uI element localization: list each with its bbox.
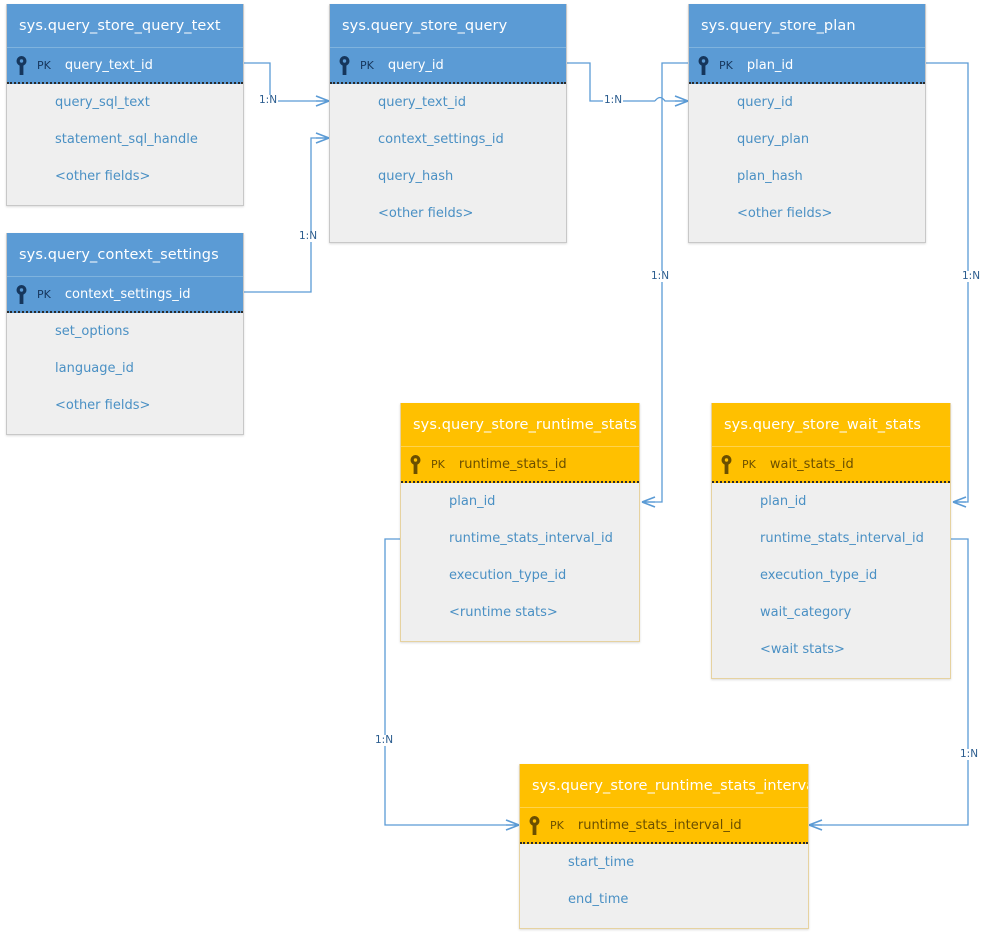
- field-row: <other fields>: [378, 206, 474, 221]
- entity-query-store-runtime-stats[interactable]: sys.query_store_runtime_stats PK runtime…: [400, 403, 640, 642]
- field-row: query_text_id: [378, 95, 467, 110]
- field-list: query_text_id context_settings_id query_…: [330, 84, 566, 242]
- pk-field-name: query_id: [387, 57, 444, 73]
- field-row: execution_type_id: [449, 568, 567, 583]
- connector-query-plan: [567, 62, 689, 107]
- field-row: <other fields>: [737, 206, 833, 221]
- entity-query-context-settings[interactable]: sys.query_context_settings PK context_se…: [6, 233, 244, 435]
- field-row: plan_id: [449, 494, 496, 509]
- primary-key-row: PK wait_stats_id: [712, 447, 950, 483]
- primary-key-row: PK query_text_id: [7, 48, 243, 84]
- key-icon: [330, 55, 364, 75]
- primary-key-row: PK runtime_stats_id: [401, 447, 639, 483]
- field-row: query_hash: [378, 169, 454, 184]
- field-list: query_sql_text statement_sql_handle <oth…: [7, 84, 243, 205]
- entity-title: sys.query_store_runtime_stats: [401, 403, 639, 447]
- field-row: runtime_stats_interval_id: [760, 531, 924, 546]
- pk-badge: PK: [37, 58, 51, 72]
- key-icon: [712, 454, 746, 474]
- field-row: end_time: [568, 892, 629, 907]
- field-list: plan_id runtime_stats_interval_id execut…: [401, 483, 639, 641]
- key-icon: [689, 55, 723, 75]
- field-row: query_id: [737, 95, 793, 110]
- field-list: set_options language_id <other fields>: [7, 313, 243, 434]
- entity-query-store-wait-stats[interactable]: sys.query_store_wait_stats PK wait_stats…: [711, 403, 951, 679]
- field-row: <wait stats>: [760, 642, 845, 657]
- field-row: query_sql_text: [55, 95, 150, 110]
- field-row: set_options: [55, 324, 130, 339]
- primary-key-row: PK plan_id: [689, 48, 925, 84]
- primary-key-row: PK runtime_stats_interval_id: [520, 808, 808, 844]
- pk-field-name: context_settings_id: [64, 286, 191, 302]
- key-icon: [520, 815, 554, 835]
- entity-title: sys.query_store_wait_stats: [712, 403, 950, 447]
- field-list: start_time end_time: [520, 844, 808, 928]
- entity-query-store-runtime-stats-interval[interactable]: sys.query_store_runtime_stats_interval P…: [519, 764, 809, 929]
- entity-title: sys.query_store_query_text: [7, 4, 243, 48]
- cardinality-label-interval-runtime: 1:N: [374, 734, 395, 746]
- pk-badge: PK: [742, 457, 756, 471]
- field-row: statement_sql_handle: [55, 132, 198, 147]
- pk-badge: PK: [431, 457, 445, 471]
- primary-key-row: PK context_settings_id: [7, 277, 243, 313]
- entity-query-store-plan[interactable]: sys.query_store_plan PK plan_id query_id…: [688, 4, 926, 243]
- pk-field-name: runtime_stats_id: [458, 456, 567, 472]
- key-icon: [7, 55, 41, 75]
- pk-field-name: query_text_id: [64, 57, 153, 73]
- field-row: start_time: [568, 855, 635, 870]
- field-row: wait_category: [760, 605, 852, 620]
- pk-field-name: plan_id: [746, 57, 794, 73]
- field-row: plan_hash: [737, 169, 803, 184]
- entity-title: sys.query_store_plan: [689, 4, 925, 48]
- cardinality-label-plan-wait: 1:N: [961, 270, 982, 282]
- key-icon: [7, 284, 41, 304]
- connector-plan-runtime: [641, 62, 688, 508]
- field-list: query_id query_plan plan_hash <other fie…: [689, 84, 925, 242]
- primary-key-row: PK query_id: [330, 48, 566, 84]
- cardinality-label-query-plan: 1:N: [603, 94, 624, 106]
- pk-field-name: runtime_stats_interval_id: [577, 817, 742, 833]
- cardinality-label-plan-runtime: 1:N: [650, 270, 671, 282]
- field-row: context_settings_id: [378, 132, 504, 147]
- field-list: plan_id runtime_stats_interval_id execut…: [712, 483, 950, 678]
- field-row: execution_type_id: [760, 568, 878, 583]
- field-row: plan_id: [760, 494, 807, 509]
- field-row: runtime_stats_interval_id: [449, 531, 613, 546]
- entity-title: sys.query_store_runtime_stats_interval: [520, 764, 808, 808]
- field-row: <other fields>: [55, 169, 151, 184]
- entity-query-store-query[interactable]: sys.query_store_query PK query_id query_…: [329, 4, 567, 243]
- pk-field-name: wait_stats_id: [769, 456, 854, 472]
- connector-context-settings: [244, 132, 330, 293]
- field-row: <runtime stats>: [449, 605, 558, 620]
- pk-badge: PK: [360, 58, 374, 72]
- entity-query-store-query-text[interactable]: sys.query_store_query_text PK query_text…: [6, 4, 244, 206]
- entity-title: sys.query_store_query: [330, 4, 566, 48]
- pk-badge: PK: [719, 58, 733, 72]
- field-row: <other fields>: [55, 398, 151, 413]
- field-row: query_plan: [737, 132, 810, 147]
- connector-query-text: [244, 62, 330, 107]
- field-row: language_id: [55, 361, 134, 376]
- cardinality-label-query-text: 1:N: [258, 94, 279, 106]
- key-icon: [401, 454, 435, 474]
- cardinality-label-context-settings: 1:N: [298, 230, 319, 242]
- cardinality-label-interval-wait: 1:N: [959, 748, 980, 760]
- pk-badge: PK: [37, 287, 51, 301]
- pk-badge: PK: [550, 818, 564, 832]
- entity-title: sys.query_context_settings: [7, 233, 243, 277]
